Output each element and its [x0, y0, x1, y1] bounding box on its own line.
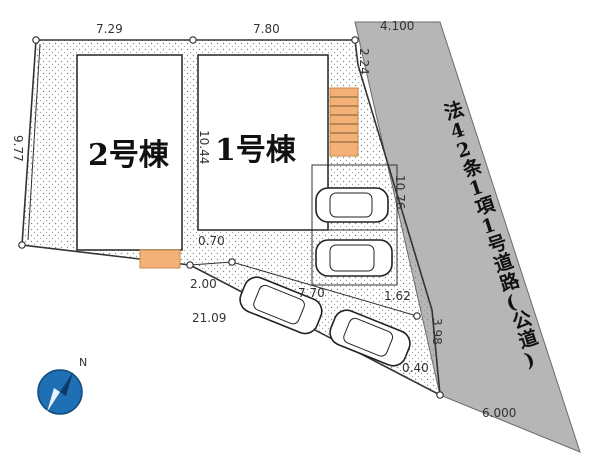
- dim-top-road: 4.100: [380, 19, 414, 33]
- road-label-char: 1: [466, 176, 485, 201]
- dim-notch: 1.62: [384, 289, 411, 303]
- dim-right-low: 3.98: [430, 318, 444, 345]
- car-3: [239, 276, 323, 335]
- building-2-label: 2号棟: [88, 138, 170, 173]
- road-label-char: 1: [479, 214, 498, 239]
- car-4: [329, 309, 411, 367]
- compass: N: [37, 356, 87, 415]
- dim-top-mid: 7.80: [253, 22, 280, 36]
- road-label-char: 2: [454, 138, 473, 163]
- stair-steps: [330, 96, 358, 143]
- dim-top-left: 7.29: [96, 22, 123, 36]
- dim-step-b: 2.00: [190, 277, 217, 291]
- dim-bottom: 21.09: [192, 311, 226, 325]
- building-2-entrance: [139, 249, 181, 269]
- dim-b1-height: 10.44: [197, 130, 211, 164]
- building-1-stairs: [329, 87, 359, 157]
- dim-step-a: 0.70: [198, 234, 225, 248]
- corner-markers: [18, 36, 444, 399]
- dim-bottom-road: 6.000: [482, 406, 516, 420]
- dim-left-side: 9.77: [11, 135, 25, 162]
- building-1-label: 1号棟: [215, 133, 297, 168]
- dim-corner: 0.40: [402, 361, 429, 375]
- compass-north-label: N: [79, 356, 87, 369]
- building-1-footprint: [197, 54, 329, 231]
- building-2-footprint: [76, 54, 183, 251]
- road-label: 法42条1項1号道路(公道): [441, 97, 547, 372]
- lot-border-left: [27, 43, 41, 241]
- dim-drive: 7.70: [298, 286, 325, 300]
- car-1: [315, 187, 389, 223]
- drive-lines: [189, 261, 418, 317]
- dim-right-lot: 10.76: [393, 175, 407, 209]
- car-2: [315, 239, 393, 277]
- road-label-char: 4: [448, 119, 467, 144]
- parking-stalls: [311, 164, 398, 286]
- dim-gap-small: 2.24: [357, 48, 371, 75]
